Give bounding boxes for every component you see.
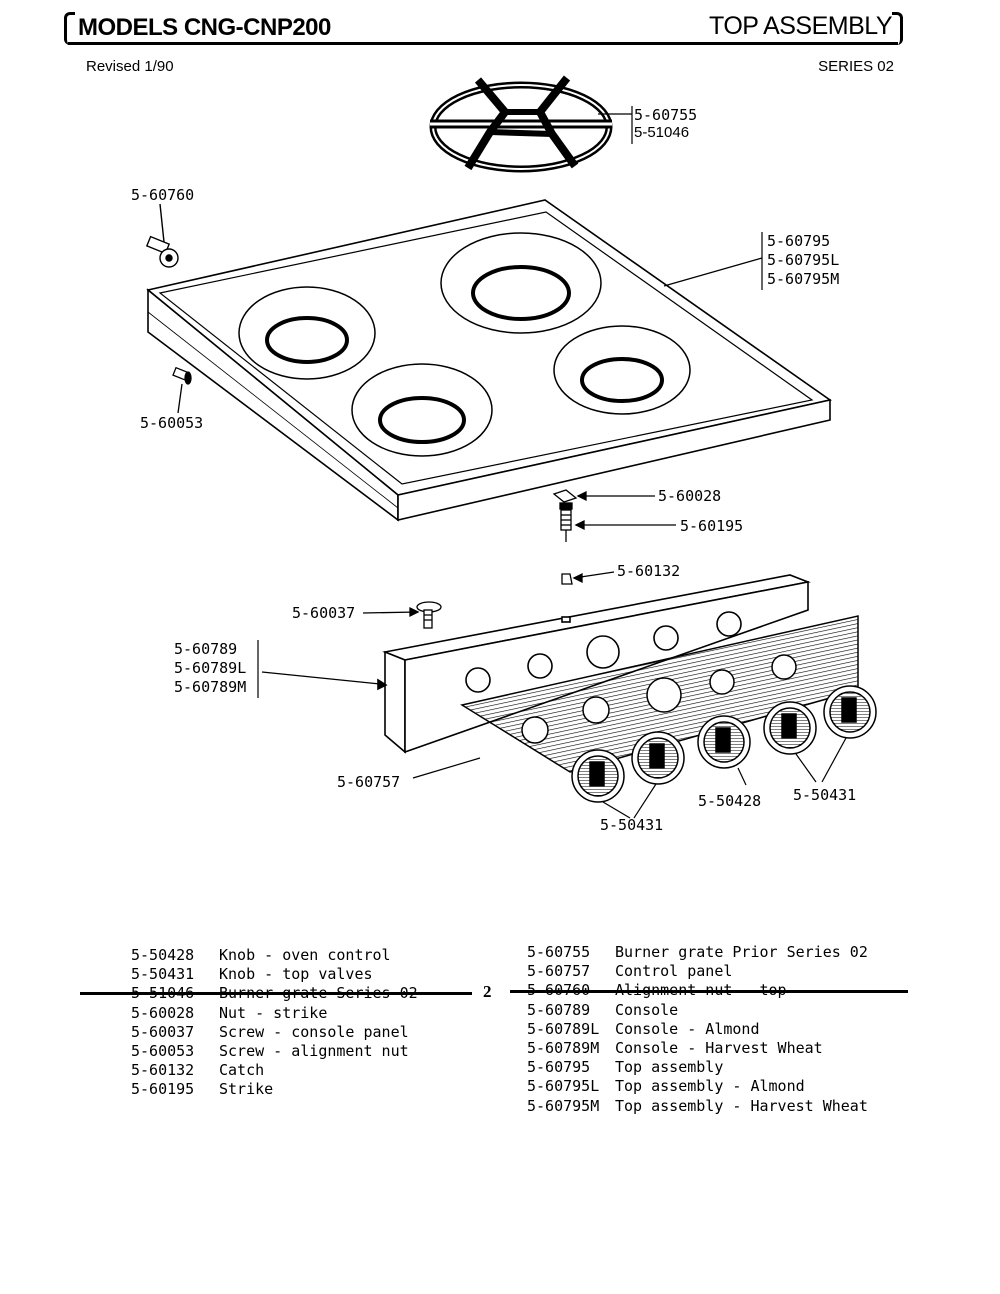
part-number: 5-60789: [527, 1000, 591, 1019]
part-number: 5-50431: [131, 965, 195, 984]
part-description: Knob - top valves: [219, 965, 373, 984]
part-row: 5-50431 Knob - top valves: [131, 965, 418, 984]
part-number: 5-60795L: [527, 1077, 600, 1096]
part-description: Screw - alignment nut: [219, 1042, 409, 1061]
part-number: 5-60789M: [527, 1039, 600, 1058]
callout-knob-top-right: 5-50431: [793, 786, 857, 804]
part-row: 5-60195 Strike: [131, 1080, 418, 1099]
models-title: MODELS CNG-CNP200: [78, 14, 331, 41]
part-description: Screw - console panel: [219, 1022, 409, 1041]
callout-grate-a: 5-60755: [634, 106, 698, 124]
part-description: Console - Almond: [615, 1019, 760, 1038]
part-number: 5-60053: [131, 1042, 195, 1061]
part-description: Top assembly: [615, 1058, 724, 1077]
knob-3: [697, 715, 751, 769]
alignment-nut: [145, 203, 179, 268]
part-number: 5-60755: [527, 943, 591, 961]
strike-nut: [552, 489, 676, 542]
callout-align-nut: 5-60760: [131, 186, 195, 204]
part-row: 5-60795L Top assembly - Almond: [527, 1077, 868, 1096]
part-number: 5-60195: [131, 1080, 195, 1099]
cooktop: [146, 199, 832, 522]
callout-strike: 5-60195: [680, 517, 744, 535]
part-number: 5-60037: [131, 1022, 195, 1041]
part-number: 5-60132: [131, 1061, 195, 1080]
catch-part: [561, 571, 615, 585]
burner-wells: [238, 232, 691, 457]
page-number: 2: [483, 982, 492, 1001]
part-row: 5-60795 Top assembly: [527, 1058, 868, 1077]
header-rule: [68, 12, 898, 45]
part-number: 5-60757: [527, 962, 591, 981]
part-description: Console: [615, 1000, 679, 1019]
callout-panel: 5-60757: [337, 773, 401, 791]
callout-top-a: 5-60795: [767, 232, 831, 250]
knob-2: [631, 731, 685, 785]
console-screw: [362, 601, 442, 629]
part-row: 5-60795M Top assembly - Harvest Wheat: [527, 1097, 868, 1116]
top-leader: [663, 232, 763, 290]
part-row: 5-50428 Knob - oven control: [131, 946, 418, 965]
header-right-brace: [892, 12, 903, 45]
part-row: 5-60132 Catch: [131, 1061, 418, 1080]
part-description: Top assembly - Harvest Wheat: [615, 1096, 868, 1115]
knob-5: [823, 685, 877, 739]
parts-list-left: 5-50428 Knob - oven control 5-50431 Knob - …: [131, 946, 418, 1100]
callout-console-a: 5-60789: [174, 640, 238, 658]
part-description: Console - Harvest Wheat: [615, 1039, 823, 1058]
knob-4: [763, 701, 817, 755]
footer-rule-right: [510, 990, 908, 993]
callout-top-b: 5-60795L: [767, 251, 840, 269]
control-panel: [412, 615, 859, 779]
part-number: 5-60028: [131, 1003, 195, 1022]
callout-grate-b: 5-51046: [634, 124, 690, 141]
callout-catch: 5-60132: [617, 562, 681, 580]
part-number: 5-60789L: [527, 1019, 600, 1038]
part-number: 5-60795M: [527, 1096, 600, 1115]
part-row: 5-60755 Burner grate Prior Series 02: [527, 943, 868, 962]
header-left-brace: [64, 12, 75, 45]
part-description: Burner grate Prior Series 02: [615, 943, 868, 961]
callout-screw-align: 5-60053: [140, 414, 204, 432]
knobs: [571, 685, 877, 819]
knob-1: [571, 749, 625, 803]
part-number: 5-60795: [527, 1058, 591, 1077]
callout-knob-oven: 5-50428: [698, 792, 762, 810]
part-row: 5-60028 Nut - strike: [131, 1004, 418, 1023]
footer-rule-left: [80, 992, 472, 995]
part-description: Nut - strike: [219, 1003, 328, 1022]
callout-console-b: 5-60789L: [174, 659, 247, 677]
part-number: 5-50428: [131, 946, 195, 964]
callout-knob-top-left: 5-50431: [600, 816, 664, 834]
callout-nut: 5-60028: [658, 487, 722, 505]
part-row: 5-60789 Console: [527, 1001, 868, 1020]
revised-date: Revised 1/90: [86, 58, 174, 75]
part-row: 5-60757 Control panel: [527, 962, 868, 981]
callout-console-c: 5-60789M: [174, 678, 247, 696]
callout-top-c: 5-60795M: [767, 270, 840, 288]
part-description: Control panel: [615, 962, 733, 981]
part-description: Catch: [219, 1061, 265, 1080]
part-description: Strike: [219, 1080, 274, 1099]
part-row: 5-60789M Console - Harvest Wheat: [527, 1039, 868, 1058]
part-description: Knob - oven control: [219, 946, 391, 964]
grate-leader: [598, 106, 633, 144]
alignment-screw: [172, 366, 192, 414]
burner-grate: [429, 75, 613, 173]
series-label: SERIES 02: [818, 58, 894, 75]
part-description: Top assembly - Almond: [615, 1077, 805, 1096]
part-row: 5-60789L Console - Almond: [527, 1020, 868, 1039]
part-row: 5-60037 Screw - console panel: [131, 1023, 418, 1042]
callout-screw-console: 5-60037: [292, 604, 356, 622]
part-row: 5-60053 Screw - alignment nut: [131, 1042, 418, 1061]
section-title: TOP ASSEMBLY: [709, 12, 892, 40]
